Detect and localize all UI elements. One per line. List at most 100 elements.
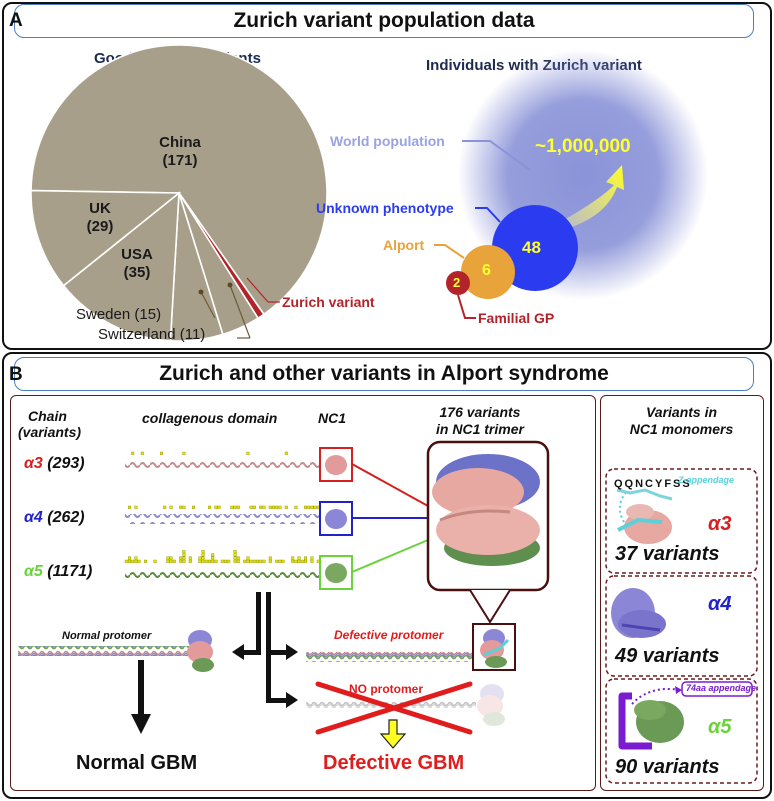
monomer-a5-variants: 90 variants	[615, 756, 720, 778]
chain-count-a4: (262)	[47, 509, 85, 526]
variant-marker	[246, 556, 250, 560]
variant-marker	[182, 451, 186, 455]
pie-slice-china	[30, 44, 328, 316]
pie-label-switzerland: Switzerland (11)	[98, 326, 205, 343]
variant-marker	[201, 550, 205, 554]
variant-marker	[137, 559, 141, 563]
variant-marker	[211, 553, 215, 557]
variant-marker	[310, 556, 314, 560]
pie-label-sweden-name: Sweden	[76, 306, 131, 323]
variant-marker	[262, 559, 266, 563]
no-protomer-nc1	[477, 684, 505, 726]
collagen-chain-a5	[125, 568, 320, 578]
nc1-domain-a5	[325, 563, 347, 583]
variant-marker	[262, 505, 266, 509]
variant-marker	[294, 559, 298, 563]
variant-marker	[201, 556, 205, 560]
pie-label-usa-value: (35)	[123, 264, 151, 281]
variant-marker	[198, 556, 202, 560]
pie-label-sweden-value: (15)	[134, 306, 162, 323]
pie-label-sweden: Sweden (15)	[76, 306, 161, 323]
defective-protomer-label: Defective protomer	[334, 628, 444, 642]
collagenous-header: collagenous domain	[142, 410, 278, 426]
variant-marker	[233, 505, 237, 509]
no-protomer-label: NO protomer	[349, 682, 424, 696]
monomer-box-a3	[605, 468, 758, 574]
variant-marker	[201, 553, 205, 557]
leader-familial	[457, 294, 476, 319]
chain-name-a5: α5	[24, 563, 43, 580]
variant-marker	[182, 556, 186, 560]
variant-marker	[249, 505, 253, 509]
monomer-a3-chain: α3	[708, 513, 732, 535]
variant-marker	[188, 556, 192, 560]
variant-marker	[304, 556, 308, 560]
bubble-value-alport: 6	[482, 262, 491, 279]
variant-marker	[259, 505, 263, 509]
pie-annotation-zurich: Zurich variant	[282, 294, 375, 310]
variant-marker	[169, 556, 173, 560]
pie-label-china-value: (171)	[162, 152, 198, 169]
variant-marker	[291, 556, 295, 560]
pie-label-uk-name: UK	[89, 200, 111, 217]
pie-label-uk: UK (29)	[80, 200, 120, 236]
variant-marker	[134, 505, 138, 509]
nc1-trimer	[432, 454, 540, 566]
variant-marker	[172, 559, 176, 563]
variant-marker	[204, 559, 208, 563]
variant-marker	[182, 553, 186, 557]
trimer-title-line2: in NC1 trimer	[436, 421, 524, 437]
chain-header-text: Chain	[28, 408, 67, 424]
variant-marker	[256, 559, 260, 563]
variant-marker	[230, 505, 234, 509]
monomers-title: Variants in NC1 monomers	[606, 404, 757, 438]
variant-marker	[291, 559, 295, 563]
variant-marker	[182, 550, 186, 554]
variant-marker	[140, 451, 144, 455]
variant-marker	[310, 559, 314, 563]
variant-marker	[134, 559, 138, 563]
leader-zurich	[246, 277, 269, 303]
monomers-title-line2: NC1 monomers	[629, 421, 734, 437]
variant-marker	[159, 451, 163, 455]
variant-marker	[252, 505, 256, 509]
bubble-value-world: ~1,000,000	[535, 136, 631, 157]
collagen-chain-a3	[125, 460, 320, 470]
variant-marker	[227, 559, 231, 563]
panel-b-letter: B	[9, 364, 23, 385]
variant-marker	[233, 556, 237, 560]
pie-label-usa: USA (35)	[117, 246, 157, 282]
variant-marker	[207, 559, 211, 563]
bubble-value-familial: 2	[453, 275, 461, 290]
monomer-a3-structure	[616, 488, 673, 544]
leader-dot-switzerland	[227, 282, 233, 288]
variant-marker	[223, 559, 227, 563]
variant-marker	[179, 559, 183, 563]
panel-b-title: Zurich and other variants in Alport synd…	[14, 357, 754, 391]
variant-marker	[211, 559, 215, 563]
chain-name-a3: α3	[24, 455, 43, 472]
variants-header-text: (variants)	[18, 424, 82, 440]
variant-marker	[214, 505, 218, 509]
variant-marker	[233, 559, 237, 563]
panel-a-graphics	[30, 44, 708, 342]
nc1-header: NC1	[318, 410, 347, 426]
leader-dot-sweden	[198, 289, 204, 295]
variant-marker	[127, 505, 131, 509]
variant-markers	[124, 451, 320, 563]
bubble-label-familial: Familial GP	[478, 310, 555, 326]
trimer-title: 176 variants in NC1 trimer	[420, 404, 540, 438]
variant-marker	[297, 556, 301, 560]
monomer-a3-sequence: QQNCYFSS	[614, 478, 692, 490]
trimer-title-line1: 176 variants	[439, 404, 521, 420]
variant-marker	[275, 559, 279, 563]
variant-marker	[127, 556, 131, 560]
leader-alport	[434, 244, 465, 259]
variant-marker	[233, 550, 237, 554]
trimer-callout	[469, 589, 511, 624]
variant-marker	[236, 505, 240, 509]
monomer-a3-variants: 37 variants	[615, 543, 720, 565]
variant-marker	[278, 559, 282, 563]
variant-marker	[294, 505, 298, 509]
bubble-label-world: World population	[330, 133, 445, 149]
